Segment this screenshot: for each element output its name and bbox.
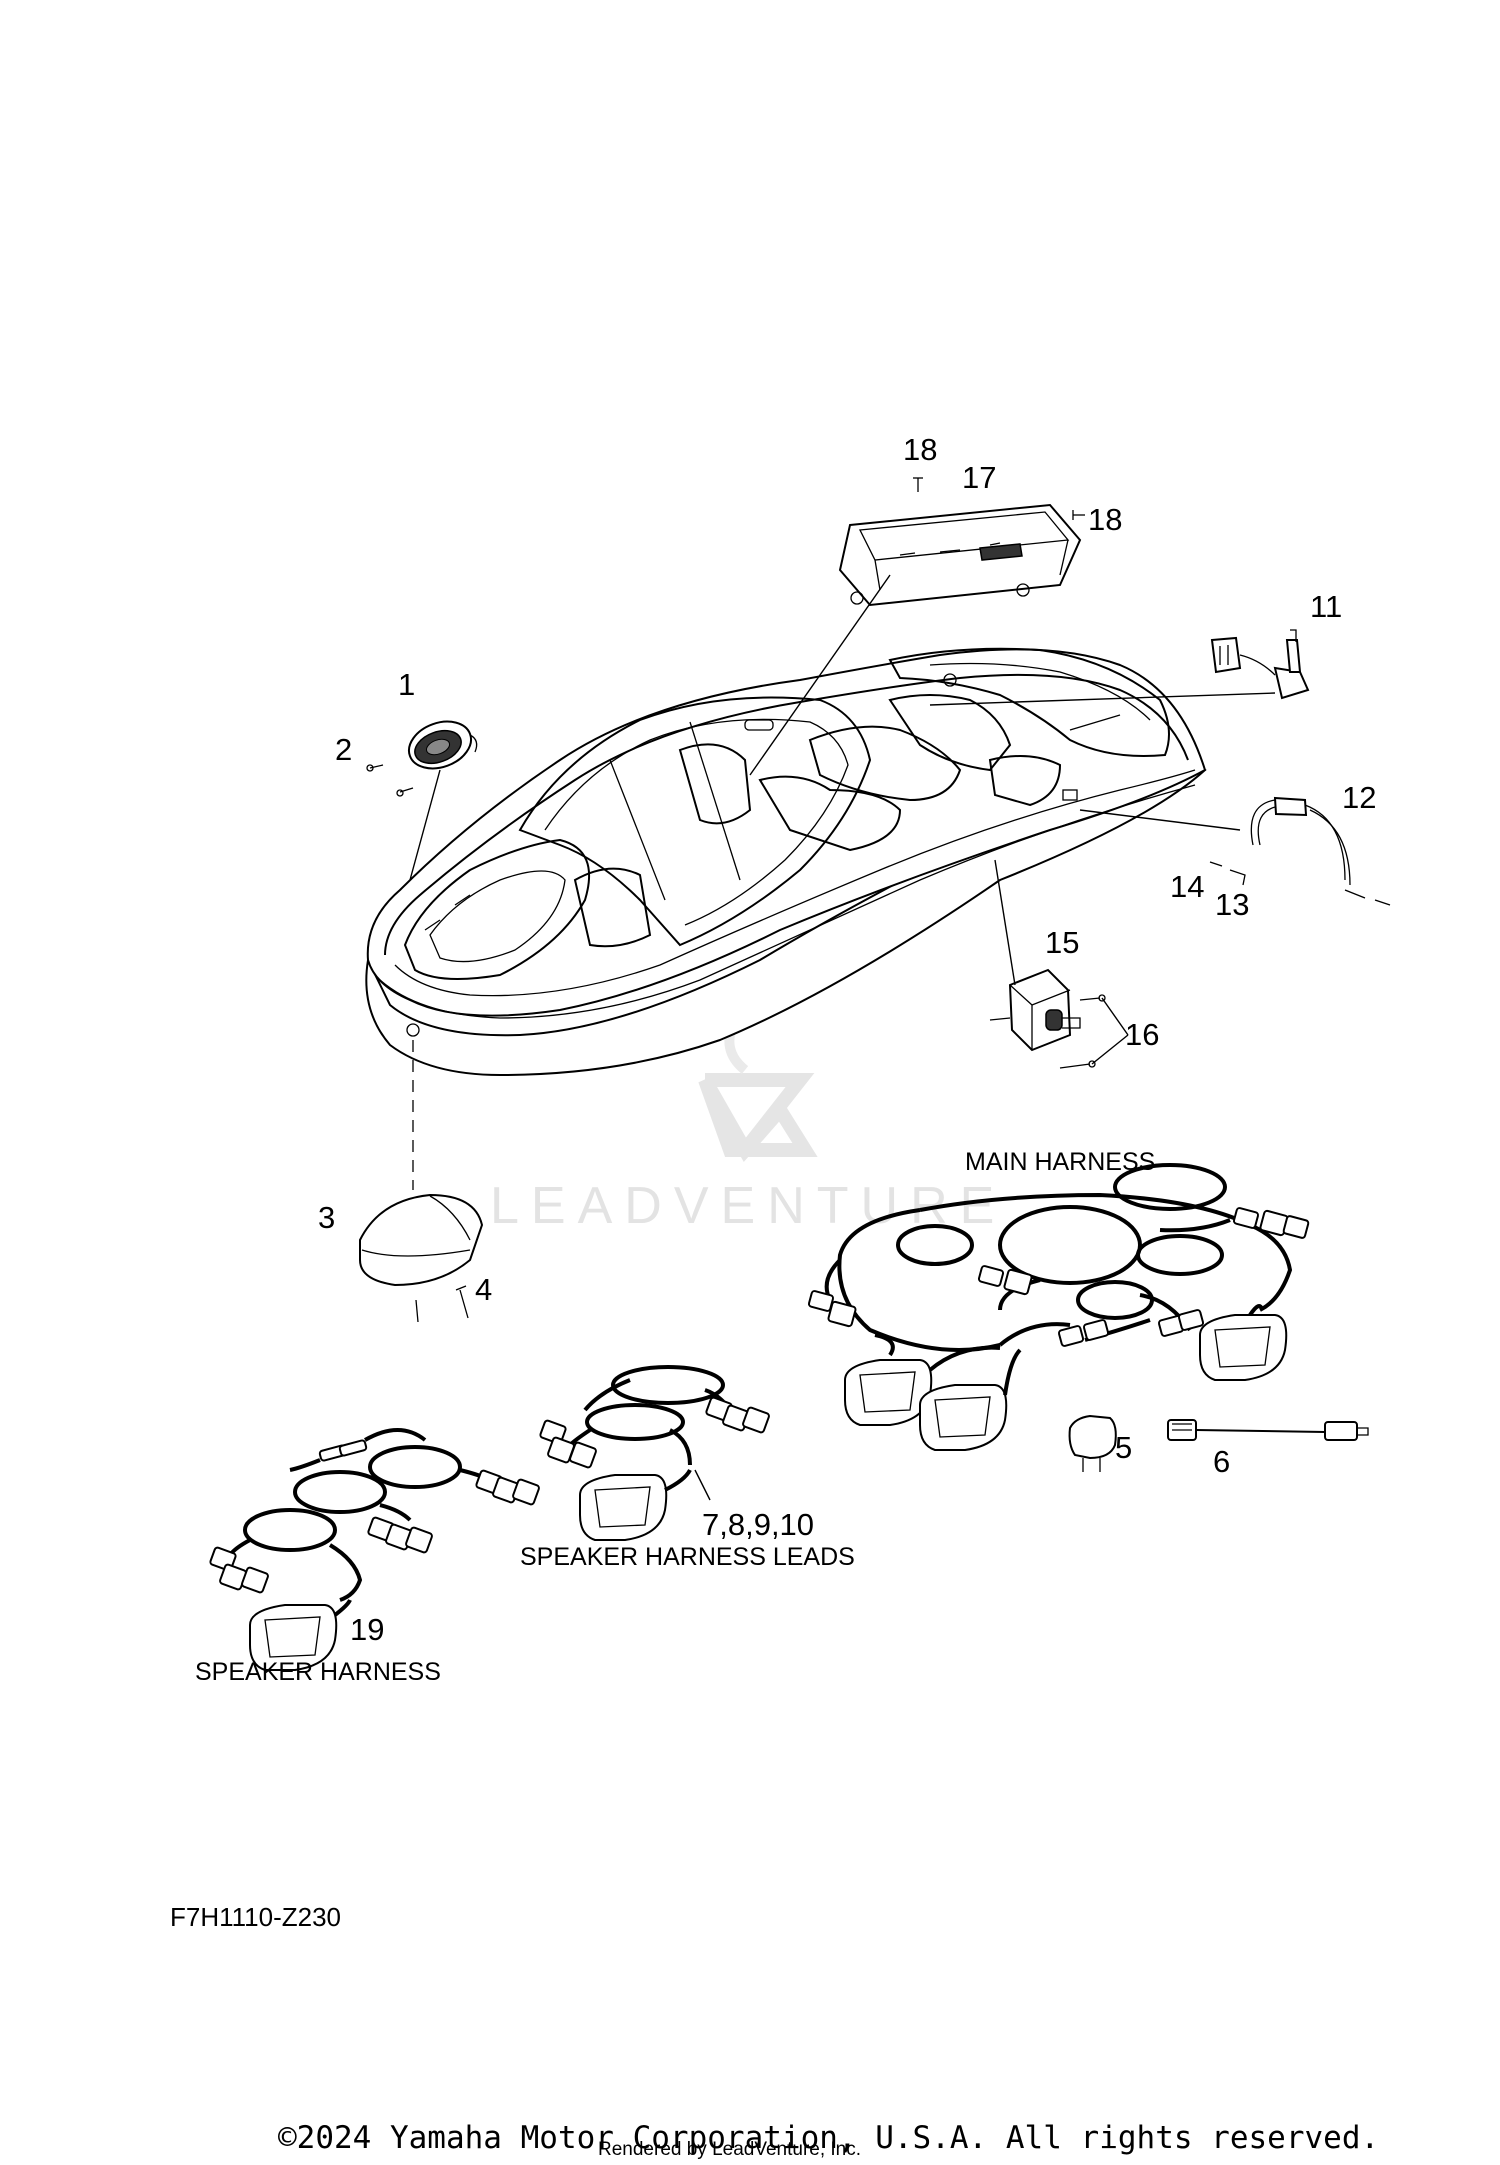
part-1-speaker [408,720,478,770]
callout-2: 2 [335,732,352,767]
callout-16: 16 [1125,1017,1159,1052]
speaker-harness-leads [539,1365,770,1541]
copyright-notice: ©2024 Yamaha Motor Corporation, U.S.A. A… [278,2120,1379,2156]
callout-17: 17 [962,460,996,495]
part-12-cable [1250,796,1391,906]
watermark: LEADVENTURE [490,1017,1006,1235]
callout-7-8-9-10: 7,8,9,10 [702,1507,814,1542]
part-18-screw [913,477,1085,520]
leader-line-16b [1091,1034,1129,1065]
part-2-screw [366,764,414,797]
callout-6: 6 [1213,1444,1230,1479]
leader-line-1 [409,769,441,881]
callout-1: 1 [398,667,415,702]
callout-11: 11 [1310,589,1342,624]
part-5-relay [1068,1414,1117,1472]
diagram-code: F7H1110-Z230 [170,1902,341,1932]
leader-line-17 [749,574,891,776]
leader-line-7-10 [694,1469,711,1501]
callout-15: 15 [1045,925,1079,960]
boat-hull [365,647,1207,1077]
leader-line-15 [994,859,1016,986]
label-main-harness: MAIN HARNESS [965,1148,1155,1176]
callout-4: 4 [475,1272,492,1307]
callout-3: 3 [318,1200,335,1235]
callout-18-top: 18 [903,432,937,467]
part-6-adapter [1167,1419,1369,1441]
callout-13: 13 [1215,887,1249,922]
callout-18-right: 18 [1088,502,1122,537]
leader-line-12 [1079,809,1241,831]
leader-line-16a [1101,997,1129,1036]
rendered-by: Rendered by LeadVenture, Inc. [598,2139,861,2160]
part-15-switch [989,968,1081,1052]
label-speaker-harness: SPEAKER HARNESS [195,1658,441,1686]
callout-5: 5 [1115,1430,1132,1465]
part-11-sensor [1210,629,1310,700]
leader-line-11 [929,692,1276,706]
part-16-screw [1059,994,1106,1069]
part-17-amplifier [838,503,1082,607]
part-14-screw [1209,861,1223,867]
callout-12: 12 [1342,780,1376,815]
part-3-cover [359,1193,484,1287]
watermark-text: LEADVENTURE [490,1177,1006,1235]
part-13-clip [1229,869,1246,886]
main-harness [807,1163,1310,1451]
callout-14: 14 [1170,869,1204,904]
callout-19: 19 [350,1612,384,1647]
part-4-fastener [415,1285,469,1323]
label-speaker-harness-leads: SPEAKER HARNESS LEADS [520,1543,855,1571]
speaker-harness [209,1428,540,1671]
